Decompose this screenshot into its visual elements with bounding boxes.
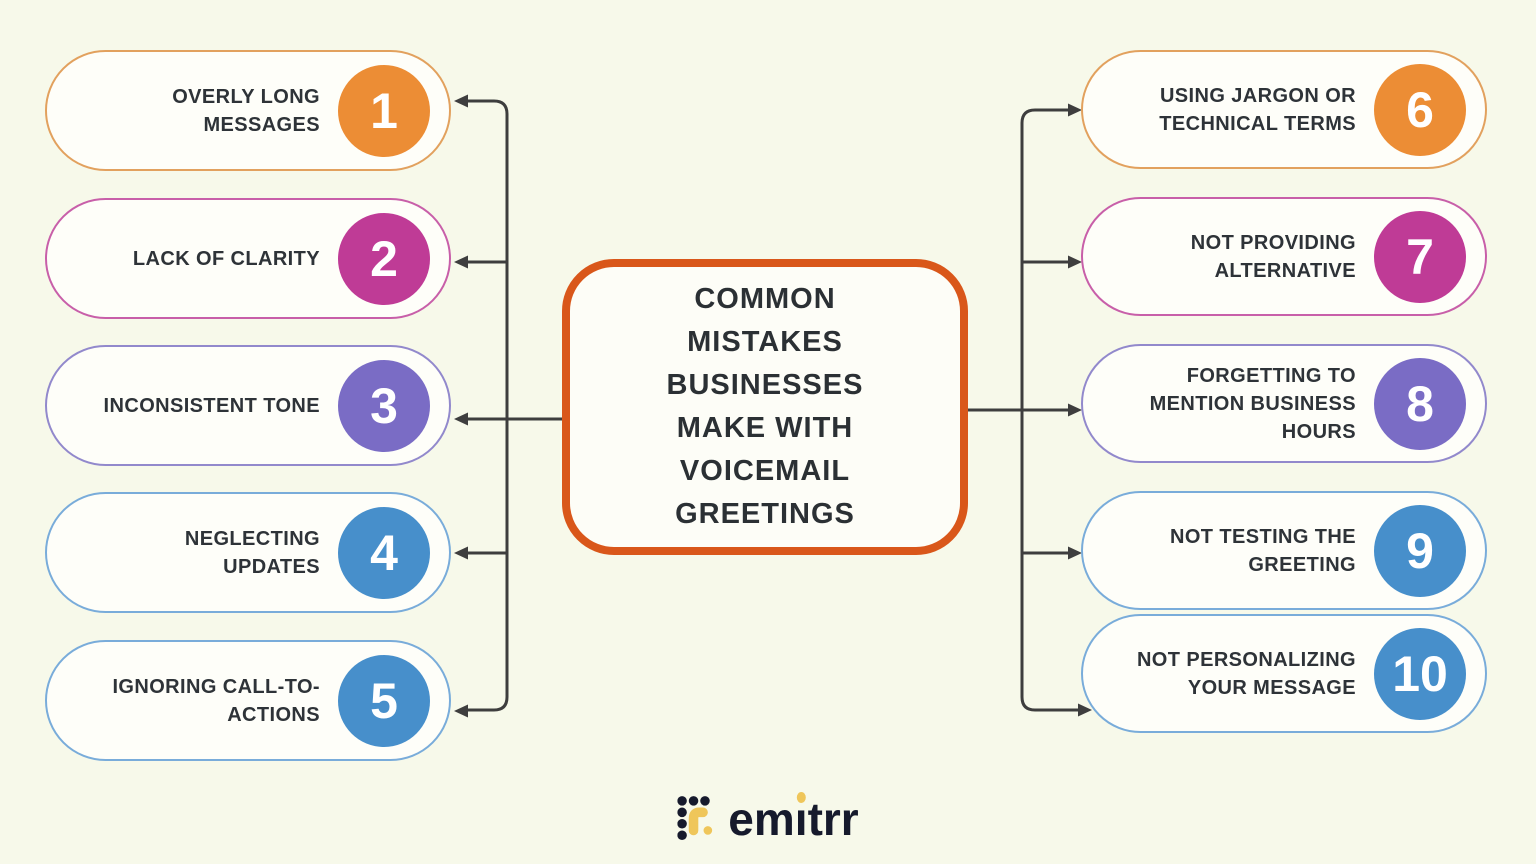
- center-title-box: COMMON MISTAKES BUSINESSES MAKE WITH VOI…: [562, 259, 968, 555]
- arrowhead: [1068, 255, 1082, 269]
- label-line: ALTERNATIVE: [1214, 259, 1356, 282]
- mistake-label-6: USING JARGON OR TECHNICAL TERMS: [1127, 52, 1356, 167]
- arrowhead: [1078, 703, 1092, 717]
- mistake-pill-3: INCONSISTENT TONE 3: [45, 345, 451, 466]
- title-line: COMMON: [694, 283, 836, 315]
- arrowhead: [454, 412, 468, 426]
- mistake-label-1: OVERLY LONG MESSAGES: [91, 52, 320, 169]
- label-line: YOUR MESSAGE: [1187, 676, 1356, 699]
- mistake-pill-4: NEGLECTING UPDATES 4: [45, 492, 451, 613]
- label-line: GREETING: [1248, 553, 1356, 576]
- mistake-pill-8: FORGETTING TO MENTION BUSINESS HOURS 8: [1081, 344, 1487, 463]
- mistake-label-2: LACK OF CLARITY: [91, 200, 320, 317]
- mistake-number-badge-9: 9: [1374, 504, 1466, 597]
- logo-dots-black: [677, 796, 710, 841]
- label-line: NOT PROVIDING: [1190, 231, 1356, 254]
- mistake-label-10: NOT PERSONALIZING YOUR MESSAGE: [1127, 616, 1356, 731]
- label-line: ACTIONS: [227, 703, 320, 726]
- mistake-label-9: NOT TESTING THE GREETING: [1127, 493, 1356, 608]
- emitrr-logo-icon: [677, 796, 713, 841]
- logo-r-yellow: [688, 807, 708, 836]
- arrowhead: [454, 546, 468, 560]
- connector-paths: [468, 99, 1078, 712]
- mistake-number-badge-8: 8: [1374, 357, 1466, 450]
- mistake-pill-10: NOT PERSONALIZING YOUR MESSAGE 10: [1081, 614, 1487, 733]
- mistake-number-badge-3: 3: [338, 359, 430, 452]
- label-line: HOURS: [1281, 420, 1356, 443]
- mistake-number-badge-4: 4: [338, 506, 430, 599]
- mistake-number-badge-7: 7: [1374, 210, 1466, 303]
- label-line: FORGETTING TO: [1186, 364, 1356, 387]
- mistake-pill-7: NOT PROVIDING ALTERNATIVE 7: [1081, 197, 1487, 316]
- mistake-label-4: NEGLECTING UPDATES: [91, 494, 320, 611]
- mistake-number-badge-6: 6: [1374, 63, 1466, 156]
- arrowheads: [454, 94, 1092, 718]
- mistake-label-7: NOT PROVIDING ALTERNATIVE: [1127, 199, 1356, 314]
- label-line: NOT TESTING THE: [1170, 525, 1356, 548]
- label-line: LACK OF CLARITY: [132, 247, 320, 270]
- title-line: MAKE WITH: [676, 412, 854, 444]
- label-line: MESSAGES: [203, 113, 320, 136]
- mistake-pill-1: OVERLY LONG MESSAGES 1: [45, 50, 451, 171]
- logo-i-dot: [796, 792, 806, 803]
- label-line: USING JARGON OR: [1159, 84, 1356, 107]
- mistake-label-8: FORGETTING TO MENTION BUSINESS HOURS: [1127, 346, 1356, 461]
- label-line: NEGLECTING: [184, 527, 320, 550]
- left-spine: [468, 99, 509, 712]
- mistake-pill-2: LACK OF CLARITY 2: [45, 198, 451, 319]
- arrowhead: [454, 255, 468, 269]
- title-line: VOICEMAIL: [679, 455, 851, 487]
- mistake-label-3: INCONSISTENT TONE: [91, 347, 320, 464]
- label-line: IGNORING CALL-TO-: [112, 675, 320, 698]
- mistake-number-badge-1: 1: [338, 64, 430, 157]
- title-line: MISTAKES: [687, 326, 843, 358]
- arrowhead: [1068, 103, 1082, 117]
- arrowhead: [1068, 403, 1082, 417]
- mistake-number-badge-2: 2: [338, 212, 430, 305]
- logo-i-letter: ı: [794, 792, 808, 845]
- arrowhead: [454, 94, 468, 108]
- mistake-number-badge-10: 10: [1374, 627, 1466, 720]
- label-line: MENTION BUSINESS: [1149, 392, 1356, 415]
- title-line: GREETINGS: [675, 498, 855, 530]
- label-line: OVERLY LONG: [172, 85, 320, 108]
- title-line: BUSINESSES: [666, 369, 864, 401]
- label-line: TECHNICAL TERMS: [1159, 112, 1356, 135]
- mistake-pill-9: NOT TESTING THE GREETING 9: [1081, 491, 1487, 610]
- mistake-pill-6: USING JARGON OR TECHNICAL TERMS 6: [1081, 50, 1487, 169]
- mistake-pill-5: IGNORING CALL-TO- ACTIONS 5: [45, 640, 451, 761]
- label-line: UPDATES: [223, 555, 320, 578]
- label-line: INCONSISTENT TONE: [103, 394, 320, 417]
- arrowhead: [454, 704, 468, 718]
- arrowhead: [1068, 546, 1082, 560]
- logo-dot-yellow: [703, 826, 713, 836]
- mistake-number-badge-5: 5: [338, 654, 430, 747]
- label-line: NOT PERSONALIZING: [1136, 648, 1356, 671]
- page-title: COMMON MISTAKES BUSINESSES MAKE WITH VOI…: [667, 278, 864, 536]
- mistake-label-5: IGNORING CALL-TO- ACTIONS: [91, 642, 320, 759]
